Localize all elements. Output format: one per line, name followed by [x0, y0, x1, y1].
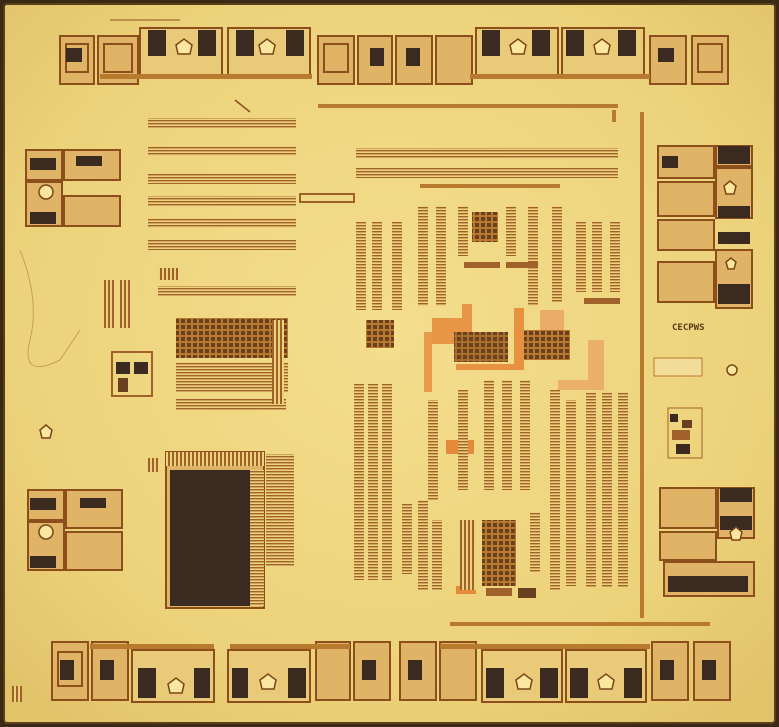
- logic-rows-upper-center: [356, 148, 618, 188]
- alignment-mark: [653, 357, 703, 377]
- memory-block: [148, 451, 294, 609]
- surface-scratch: [19, 249, 81, 368]
- logic-rows-upper-left: [148, 118, 355, 296]
- logic-columns-center: [356, 206, 620, 310]
- top-pad-details: [66, 30, 674, 66]
- corner-mark: [12, 686, 22, 702]
- small-logic-block: [111, 351, 153, 397]
- register-array: [176, 318, 288, 410]
- power-rail: [640, 112, 644, 618]
- test-structure: [667, 407, 703, 459]
- pad-cross-marks: [167, 673, 615, 694]
- pad-cross-marks: [175, 38, 611, 55]
- surface-scratch: [234, 99, 251, 113]
- left-column-strips: [104, 280, 130, 328]
- bottom-rails: [90, 622, 710, 649]
- logic-columns-lower: [354, 380, 628, 598]
- top-rails: [100, 74, 650, 108]
- small-logic-block: [366, 320, 394, 348]
- bond-pad: [435, 35, 473, 85]
- pad-cross-marks: [723, 180, 743, 541]
- bond-pad: [315, 641, 351, 701]
- right-pad-details: [662, 146, 752, 592]
- power-rail: [612, 110, 616, 122]
- pad-cross-marks: [38, 184, 54, 540]
- die-label: CECPWS: [672, 323, 705, 333]
- bond-pad: [649, 35, 687, 85]
- bond-pad: [439, 641, 477, 701]
- bottom-pad-details: [60, 660, 716, 698]
- left-pad-details: [30, 156, 106, 568]
